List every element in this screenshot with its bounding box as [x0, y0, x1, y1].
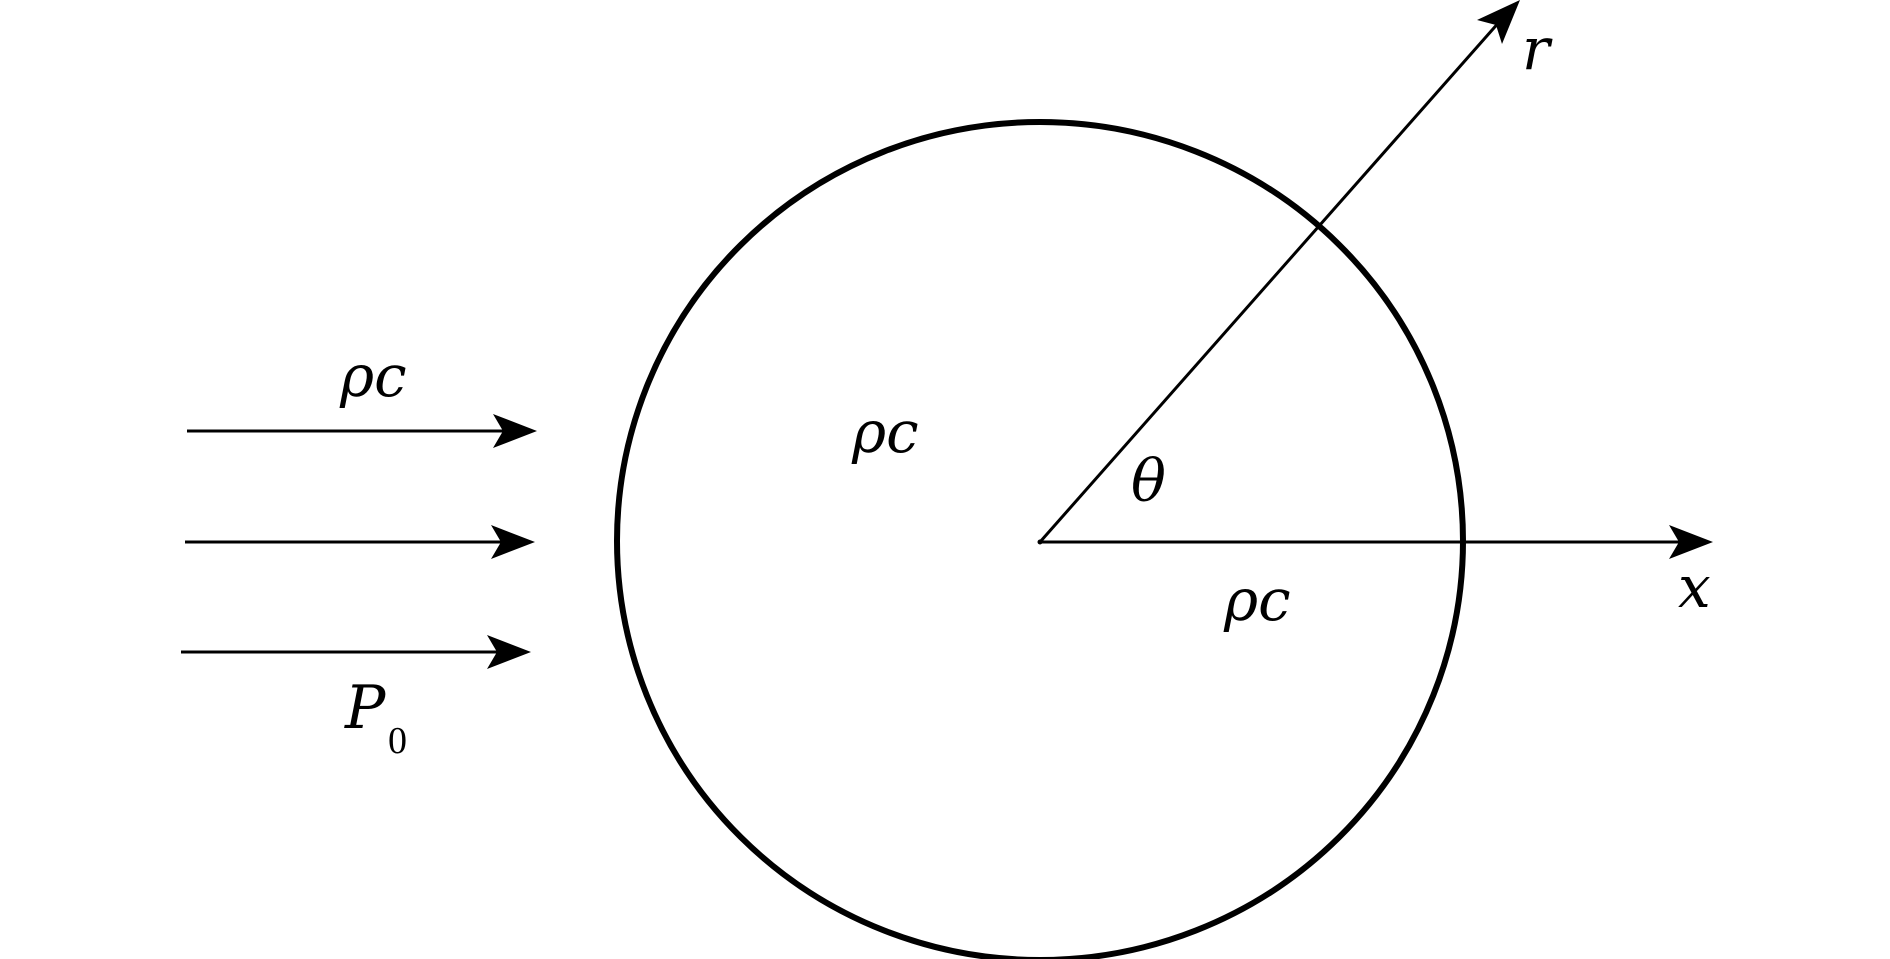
radial-axis-label: r — [1522, 15, 1553, 83]
origin-point — [1037, 539, 1043, 545]
radial-axis — [1038, 0, 1520, 543]
incident-arrow-top-head — [493, 414, 537, 448]
radial-axis-line — [1038, 11, 1510, 543]
x-axis-label: x — [1678, 553, 1711, 621]
lower-medium-label: ρc — [1223, 566, 1291, 634]
x-axis-arrowhead — [1669, 525, 1713, 559]
incident-wave-arrows — [181, 414, 537, 669]
radial-axis-arrowhead — [1477, 0, 1520, 44]
incident-pressure-label: P 0 — [344, 673, 407, 762]
incident-pressure-symbol: P — [344, 673, 387, 743]
incident-arrow-middle-head — [491, 525, 535, 559]
angle-theta-label: θ — [1131, 447, 1166, 515]
incident-pressure-subscript: 0 — [388, 720, 407, 762]
incident-arrow-bottom-head — [487, 635, 531, 669]
incident-medium-label: ρc — [339, 342, 407, 410]
x-axis — [1040, 525, 1713, 559]
sphere-interior-label: ρc — [851, 398, 919, 466]
